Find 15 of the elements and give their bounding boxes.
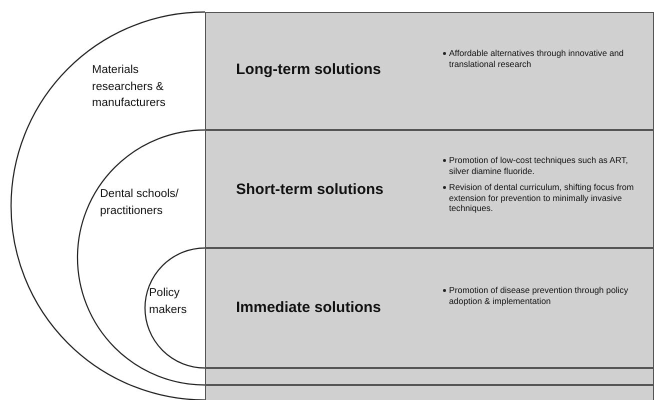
bullet-text: Revision of dental curriculum, shifting focus from extension for prevention to minimally invasive techniques. [449,182,635,214]
solution-band [205,130,654,248]
solution-band [205,368,654,385]
solution-band [205,248,654,368]
solution-band [205,385,654,400]
stakeholder-label: Policy makers [149,286,188,318]
solution-band [205,12,654,130]
solution-heading: Immediate solutions [236,299,382,316]
stakeholder-label: Dental schools/ practitioners [100,187,180,219]
solution-heading: Long-term solutions [236,61,381,78]
bullet-text: Affordable alternatives through innovative and translational research [449,48,625,70]
stakeholder-label: Materials researchers & manufacturers [92,63,167,112]
bullet-text: Promotion of disease prevention through policy adoption & implementation [449,285,630,306]
bullet-text: Promotion of low-cost techniques such as ART, silver diamine fluoride. [449,155,629,176]
solution-heading: Short-term solutions [236,181,384,198]
